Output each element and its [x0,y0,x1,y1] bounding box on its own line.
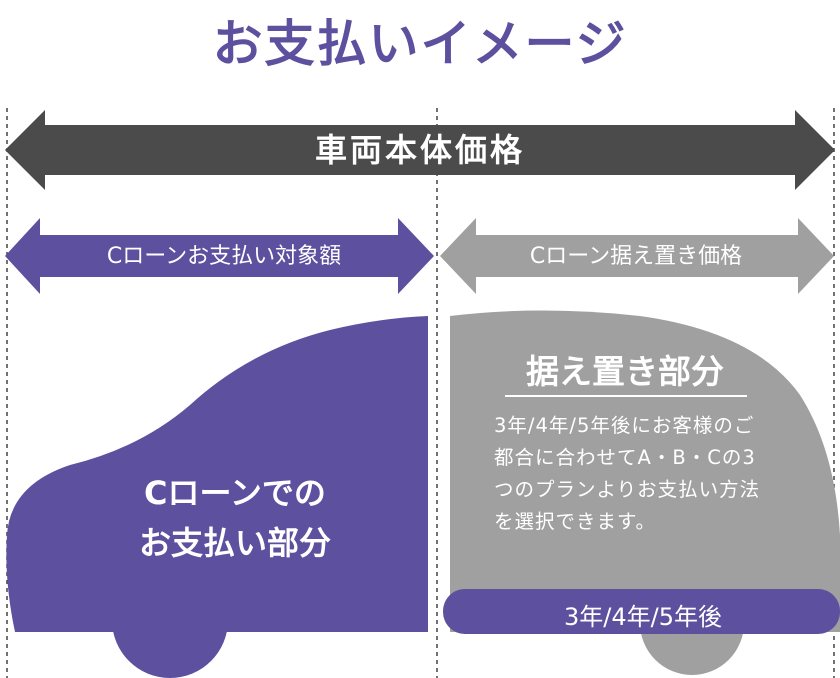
loan-target-label: Cローンお支払い対象額 [106,244,342,269]
loan-target-arrow [5,218,434,294]
total-price-label: 車両本体価格 [314,131,525,169]
deferred-part-title: 据え置き部分 [526,352,724,391]
deferred-price-label: Cローン据え置き価格 [529,244,743,269]
car-wheel-left [112,562,228,678]
deferred-price-arrow [440,218,834,294]
loan-payment-part-label: Cローンでの お支払い部分 [138,474,331,562]
car-body-right [450,310,840,632]
deferred-years-label: 3年/4年/5年後 [564,603,722,631]
deferred-title-underline [505,395,747,397]
deferred-years-pill [443,589,840,634]
total-price-arrow [5,110,835,190]
deferred-description: 3年/4年/5年後にお客様のご都合に合わせてA・B・Cの3つのプランよりお支払い… [494,414,761,533]
page-title: お支払いイメージ [212,15,628,73]
car-body-left [6,316,428,632]
